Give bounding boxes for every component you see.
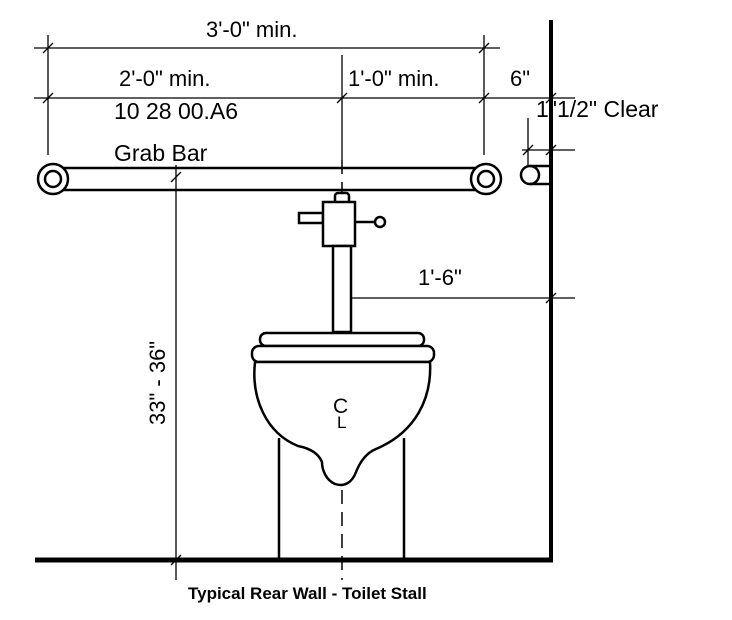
diagram-caption: Typical Rear Wall - Toilet Stall: [188, 584, 427, 603]
centerline-to-edge-label: 1'-0" min.: [348, 66, 439, 91]
grab-bar-label: Grab Bar: [114, 140, 208, 166]
grab-bar-section: [519, 164, 549, 186]
overall-width-label: 3'-0" min.: [206, 17, 297, 42]
grab-bar: [36, 162, 503, 196]
toilet: [250, 331, 436, 560]
wall-clearance-label: 1"1/2" Clear: [536, 96, 659, 122]
mounting-height-label: 33" - 36": [145, 341, 170, 425]
centerline-symbol: C: [333, 395, 348, 418]
spec-number-label: 10 28 00.A6: [114, 98, 238, 124]
bar-extension-label: 6": [510, 66, 530, 91]
centerline-to-wall-label: 1'-6": [418, 265, 462, 290]
centerline-symbol-sub: L: [337, 413, 346, 432]
flush-valve: [297, 191, 387, 334]
left-segment-label: 2'-0" min.: [119, 66, 210, 91]
